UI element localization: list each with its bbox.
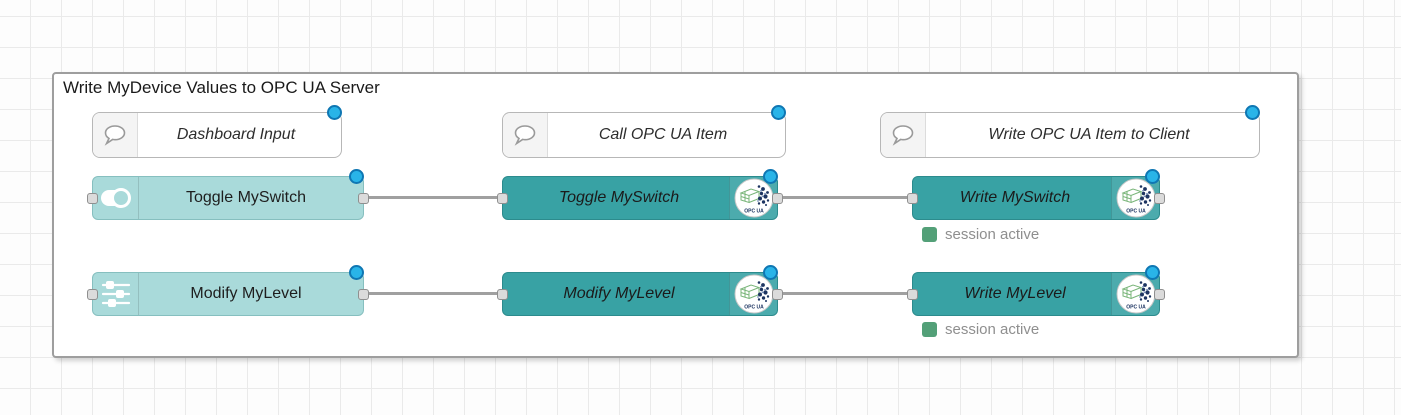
input-port[interactable] xyxy=(87,192,98,204)
comment-icon xyxy=(881,113,926,157)
node-label: Write MySwitch xyxy=(959,189,1071,206)
wire[interactable] xyxy=(780,292,914,295)
node-modify-mylevel[interactable]: Modify MyLevel xyxy=(87,265,369,316)
input-port[interactable] xyxy=(497,192,508,204)
changed-indicator-dot xyxy=(1145,169,1160,184)
comment-node-write-opcua-item[interactable]: Write OPC UA Item to Client xyxy=(880,105,1260,158)
comment-node-dashboard-input[interactable]: Dashboard Input xyxy=(92,105,342,158)
output-port[interactable] xyxy=(358,192,369,204)
comment-icon xyxy=(503,113,548,157)
group-title: Write MyDevice Values to OPC UA Server xyxy=(63,78,380,97)
status-label: session active xyxy=(945,321,1040,338)
output-port[interactable] xyxy=(358,288,369,300)
opcua-badge-icon: OPC UA xyxy=(1111,177,1159,219)
input-port[interactable] xyxy=(907,288,918,300)
node-label: Modify MyLevel xyxy=(190,285,302,302)
output-port[interactable] xyxy=(772,288,783,300)
svg-text:OPC UA: OPC UA xyxy=(1126,305,1146,311)
comment-node-call-opcua-item[interactable]: Call OPC UA Item xyxy=(502,105,786,158)
node-label: Write MyLevel xyxy=(964,285,1066,302)
changed-indicator-dot xyxy=(771,105,786,120)
output-port[interactable] xyxy=(1154,288,1165,300)
input-port[interactable] xyxy=(907,192,918,204)
changed-indicator-dot xyxy=(1245,105,1260,120)
svg-text:OPC UA: OPC UA xyxy=(744,305,764,311)
changed-indicator-dot xyxy=(763,265,778,280)
comment-label: Write OPC UA Item to Client xyxy=(988,126,1190,143)
status-dot-icon xyxy=(922,322,937,337)
status-label: session active xyxy=(945,226,1040,243)
opcua-badge-icon: OPC UA xyxy=(1111,273,1159,315)
comment-label: Call OPC UA Item xyxy=(598,126,728,143)
node-label: Toggle MySwitch xyxy=(185,189,307,206)
output-port[interactable] xyxy=(772,192,783,204)
node-write-myswitch[interactable]: Write MySwitch xyxy=(907,169,1165,220)
comment-icon xyxy=(93,113,138,157)
node-write-mylevel[interactable]: Write MyLevel xyxy=(907,265,1165,316)
changed-indicator-dot xyxy=(763,169,778,184)
node-status: session active xyxy=(922,226,1039,243)
opcua-badge-icon: OPC UA xyxy=(729,177,777,219)
wire[interactable] xyxy=(368,196,508,199)
opcua-badge-icon: OPC UA xyxy=(729,273,777,315)
node-label: Modify MyLevel xyxy=(563,285,675,302)
node-call-modify-mylevel[interactable]: Modify MyLevel xyxy=(497,265,783,316)
node-toggle-myswitch[interactable]: Toggle MySwitch xyxy=(87,169,369,220)
sliders-icon xyxy=(93,273,139,315)
changed-indicator-dot xyxy=(349,265,364,280)
output-port[interactable] xyxy=(1154,192,1165,204)
node-label: Toggle MySwitch xyxy=(558,189,680,206)
status-dot-icon xyxy=(922,227,937,242)
wire[interactable] xyxy=(368,292,508,295)
changed-indicator-dot xyxy=(327,105,342,120)
changed-indicator-dot xyxy=(349,169,364,184)
node-call-toggle-myswitch[interactable]: Toggle MySwitch xyxy=(497,169,783,220)
toggle-switch-icon xyxy=(93,177,139,219)
input-port[interactable] xyxy=(87,288,98,300)
wire[interactable] xyxy=(780,196,914,199)
input-port[interactable] xyxy=(497,288,508,300)
comment-label: Dashboard Input xyxy=(176,126,296,143)
svg-text:OPC UA: OPC UA xyxy=(1126,209,1146,215)
node-status: session active xyxy=(922,321,1039,338)
changed-indicator-dot xyxy=(1145,265,1160,280)
svg-text:OPC UA: OPC UA xyxy=(744,209,764,215)
